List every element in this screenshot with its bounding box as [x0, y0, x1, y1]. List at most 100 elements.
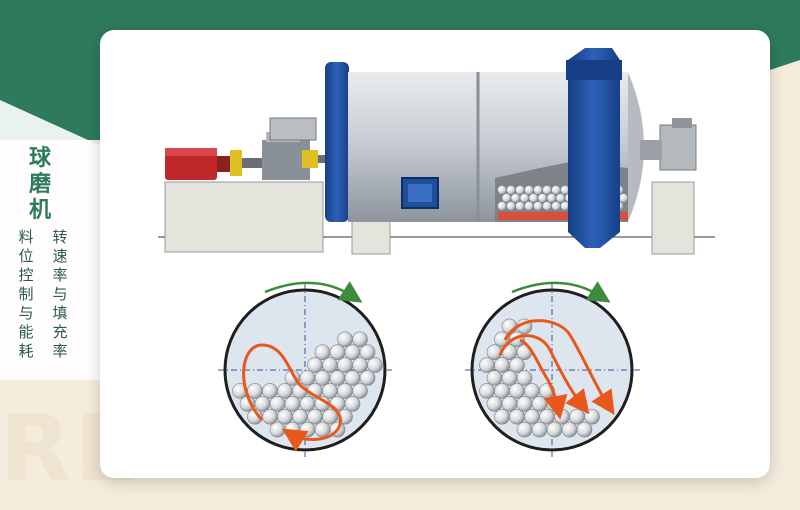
grinding-ball [524, 383, 540, 399]
material-flow-arrow [242, 343, 342, 452]
discharge-end [566, 48, 622, 248]
grinding-ball [337, 357, 353, 373]
grinding-ball [307, 408, 323, 425]
cross-section-cataracting [465, 281, 640, 457]
grinding-ball [494, 357, 510, 373]
grinding-ball [284, 395, 301, 412]
grinding-ball [501, 370, 518, 386]
grinding-ball [307, 357, 323, 373]
grinding-ball [352, 331, 368, 348]
grinding-ball [506, 201, 516, 211]
grinding-ball [322, 383, 338, 399]
grinding-ball [352, 383, 368, 399]
trajectory-arrow-middle [498, 334, 590, 415]
caption-speed-fill: 转速率与填充率 [52, 228, 68, 360]
grinding-ball [510, 193, 521, 203]
grinding-ball [497, 185, 507, 195]
grinding-ball [277, 383, 293, 399]
grinding-ball [314, 344, 331, 361]
grinding-ball [497, 201, 507, 211]
rotation-arrow [264, 281, 363, 303]
cross-section-cascading [218, 281, 392, 457]
foundation-pier-right [651, 181, 695, 255]
grinding-ball [524, 185, 534, 195]
grinding-ball [546, 421, 563, 438]
grinding-ball [299, 395, 316, 412]
grinding-ball [322, 408, 338, 425]
grinding-ball [329, 344, 346, 361]
grinding-ball [299, 370, 316, 386]
grinding-ball [494, 408, 510, 425]
grinding-ball [277, 408, 293, 425]
grinding-ball [539, 408, 555, 425]
grinding-ball [531, 421, 548, 438]
grinding-ball [479, 383, 495, 399]
grinding-ball [501, 193, 512, 203]
grinding-ball [329, 395, 346, 412]
grinding-ball [542, 185, 552, 195]
page-title: 球磨机 [28, 145, 51, 223]
grinding-ball [509, 357, 525, 373]
trunnion-bearing [640, 118, 697, 171]
grinding-ball [486, 395, 503, 412]
grinding-ball [506, 185, 516, 195]
grinding-ball [569, 408, 585, 425]
grinding-ball [551, 185, 561, 195]
grinding-ball [299, 421, 316, 438]
grinding-ball [584, 408, 600, 425]
grinding-ball [314, 370, 331, 386]
grinding-ball [531, 395, 548, 412]
grinding-ball [516, 421, 533, 438]
grinding-ball [292, 408, 308, 425]
grinding-ball [359, 370, 376, 386]
grinding-ball [494, 383, 510, 399]
foundation-motor [164, 181, 324, 253]
grinding-ball [314, 421, 331, 438]
trajectory-arrow-outer [503, 319, 615, 416]
grinding-ball [515, 185, 525, 195]
grinding-ball [516, 370, 533, 386]
grinding-ball [509, 408, 525, 425]
trajectory-arrow-inner [519, 338, 568, 420]
grinding-ball [554, 408, 570, 425]
grinding-ball [352, 357, 368, 373]
grinding-ball [247, 383, 263, 399]
grinding-ball [576, 421, 593, 438]
grinding-ball [262, 383, 278, 399]
grinding-ball [501, 395, 518, 412]
grinding-ball [337, 331, 353, 348]
grinding-ball [269, 395, 286, 412]
grinding-ball [479, 357, 495, 373]
grinding-ball [337, 383, 353, 399]
grinding-ball [528, 193, 539, 203]
grinding-ball [329, 370, 346, 386]
grinding-ball [537, 193, 548, 203]
grinding-ball [519, 193, 530, 203]
grinding-ball [546, 193, 557, 203]
grinding-ball [618, 193, 629, 203]
grinding-ball [344, 370, 361, 386]
grinding-ball [344, 395, 361, 412]
grinding-ball [515, 201, 525, 211]
feed-end-flange [325, 62, 349, 222]
grinding-ball [561, 421, 578, 438]
grinding-ball [555, 193, 566, 203]
grinding-ball [542, 201, 552, 211]
grinding-ball [359, 344, 376, 361]
rotation-arrow [511, 281, 611, 303]
motor [165, 148, 262, 180]
grinding-ball [533, 201, 543, 211]
grinding-ball [516, 395, 533, 412]
grinding-ball [524, 201, 534, 211]
grinding-ball [551, 201, 561, 211]
grinding-ball [269, 421, 286, 438]
grinding-ball [344, 344, 361, 361]
grinding-ball [262, 408, 278, 425]
grinding-ball [509, 383, 525, 399]
caption-level-energy: 料位控制与能耗 [18, 228, 34, 360]
grinding-ball [322, 357, 338, 373]
grinding-ball [486, 370, 503, 386]
grinding-ball [533, 185, 543, 195]
grinding-ball [254, 395, 271, 412]
grinding-ball [524, 408, 540, 425]
